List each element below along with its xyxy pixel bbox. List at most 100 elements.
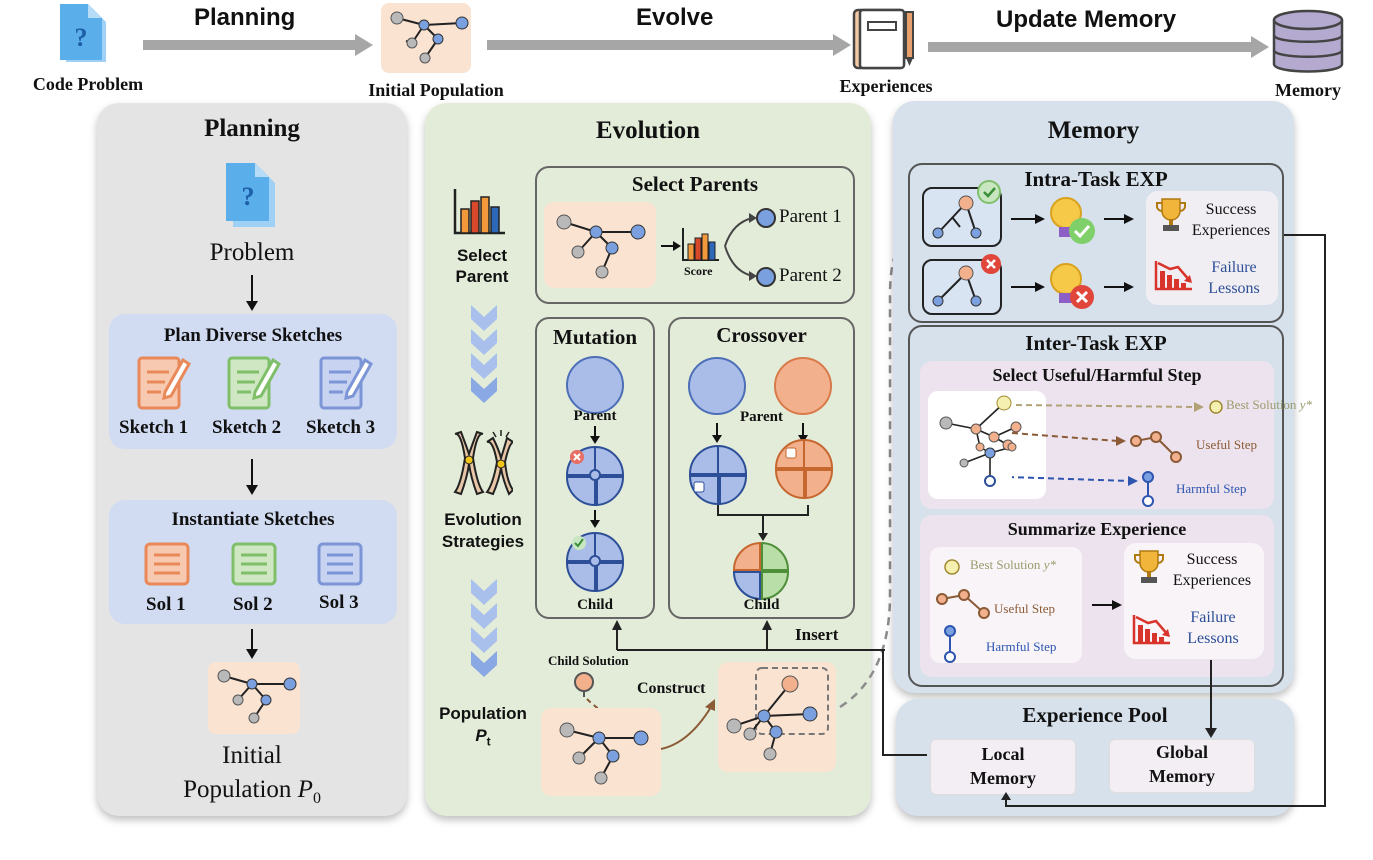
sketch-2-label: Sketch 2 [212,417,282,438]
lessons-word: Lessons [1208,280,1260,297]
select-step-box: Select Useful/Harmful Step Best Solution… [920,361,1312,509]
crossover-parent-label: Parent [739,409,784,425]
population-side-label: Population Pt [431,703,535,752]
sum-y-star: y* [1043,557,1056,572]
arrow-evolve [487,34,851,56]
plan-sketches-box: Plan Diverse Sketches Sketch 1 Sketch 2 … [109,314,397,449]
y-star: y* [1299,397,1312,412]
memory-panel: Memory Intra-Task EXP Success [893,101,1312,693]
select-parents-box: Select Parents Score Parent 1 Parent 2 [535,166,855,304]
sum-experiences-word: Experiences [1172,572,1252,589]
initial-population-icon [381,3,471,73]
check-badge-icon [977,180,1001,204]
summarize-experiences-card: Success Experiences Failure Lessons [1124,543,1264,659]
sum-harmful-chain [944,625,956,663]
parent-2-node [756,267,776,287]
database-icon [1272,9,1344,73]
problem-document-icon: ? [226,163,275,227]
best-solution-node [1209,400,1223,414]
evolution-word: Evolution [444,510,522,529]
local-memory-word: Memory [970,768,1036,788]
arrow-down-3 [246,629,258,659]
sum-trophy-icon [1134,550,1164,583]
inter-task-box: Inter-Task EXP Select Useful/Harmful Ste… [908,325,1312,687]
experience-pool-title: Experience Pool [1022,703,1168,727]
sol-3-label: Sol 3 [319,592,359,613]
puzzle-broken-icon [565,445,625,507]
lightbulb-check-icon [1050,197,1095,244]
harmful-step-label: Harmful Step [1176,481,1247,496]
arrow-to-score [661,241,681,251]
document-question-icon: ? [60,4,106,62]
intra-failure-text: Failure Lessons [1190,257,1278,299]
initial-population-caption: Initial Population P0 [97,739,407,816]
population-pt-tile [541,708,661,796]
memory-label: Memory [1275,80,1341,100]
p-subscript: 0 [312,790,321,807]
sketch-2-icon [227,356,281,410]
population-p0-line: Population P0 [97,773,407,816]
crossover-child-label: Child [743,597,780,613]
parent-word: Parent [455,267,509,286]
local-word: Local [981,744,1025,764]
global-memory-word: Memory [1149,766,1215,786]
experience-pool-panel: Experience Pool Local Memory Global Memo… [896,699,1294,816]
sum-useful-chain [936,589,990,619]
experiences-label: Experiences [839,76,933,96]
insert-arrows [612,620,885,651]
chevrons-down-icon-2 [471,579,497,677]
sol-2-label: Sol 2 [233,594,273,615]
svg-text:?: ? [75,23,88,52]
step-arrows [1012,402,1204,486]
intra-experiences-card: Success Experiences Failure Lessons [1146,191,1278,305]
sol-3-icon [317,542,363,586]
arrow-summarize [1092,600,1122,610]
select-step-title: Select Useful/Harmful Step [992,365,1202,385]
sol-1-label: Sol 1 [146,594,186,615]
sum-lessons-word: Lessons [1187,630,1239,647]
construct-curve-arrow [660,699,715,750]
sum-failure-text: Failure Lessons [1168,607,1258,649]
arrow-intra-4 [1104,282,1134,292]
initial-line: Initial [222,742,282,769]
intra-task-box: Intra-Task EXP Success Experience [908,163,1284,323]
lightbulb-x-icon [1050,263,1094,309]
select-word: Select [456,246,508,265]
update-memory-flow-label: Update Memory [996,6,1177,33]
construct-label: Construct [637,680,706,697]
pt-symbol: P [475,726,487,745]
mutation-title: Mutation [553,325,637,349]
evolution-title: Evolution [595,117,701,144]
evolve-flow-label: Evolve [636,4,714,31]
arrow-down-2 [246,459,258,495]
instantiate-sketches-box: Instantiate Sketches Sol 1 Sol 2 Sol 3 [109,500,397,624]
plan-sketches-title: Plan Diverse Sketches [163,325,343,346]
notebook-icon [852,8,914,70]
useful-step-chain [1130,431,1182,463]
sum-best-solution-node [944,559,960,575]
experiences-word: Experiences [1191,222,1271,239]
arrow-update-memory [928,36,1269,58]
sketch-1-label: Sketch 1 [119,417,189,438]
arrow-down-1 [246,275,258,311]
memory-title: Memory [1047,117,1140,144]
branch-arrows [724,213,757,281]
bar-chart-icon [453,189,505,235]
global-memory-card: Global Memory [1109,739,1255,793]
sketch-3-icon [319,356,373,410]
summarize-steps-card: Best Solution y* Useful Step Harmful Ste… [930,547,1082,663]
summarize-box: Summarize Experience Best Solution y* Us… [920,515,1274,677]
sum-failure-word: Failure [1190,609,1236,626]
planning-flow-label: Planning [194,4,296,31]
crossover-title: Crossover [716,323,807,347]
pt-subscript: t [486,734,491,749]
trophy-icon [1156,198,1186,231]
arrow-intra-1 [1011,214,1045,224]
select-parent-side-label: Select Parent [437,245,527,287]
merge-connector [717,505,809,541]
failure-word: Failure [1211,259,1257,276]
mutation-child-label: Child [577,597,613,613]
planning-title: Planning [204,115,300,142]
evolution-panel: Evolution Select Parent Evolution Strate… [425,103,885,816]
score-chart-icon [682,228,719,261]
